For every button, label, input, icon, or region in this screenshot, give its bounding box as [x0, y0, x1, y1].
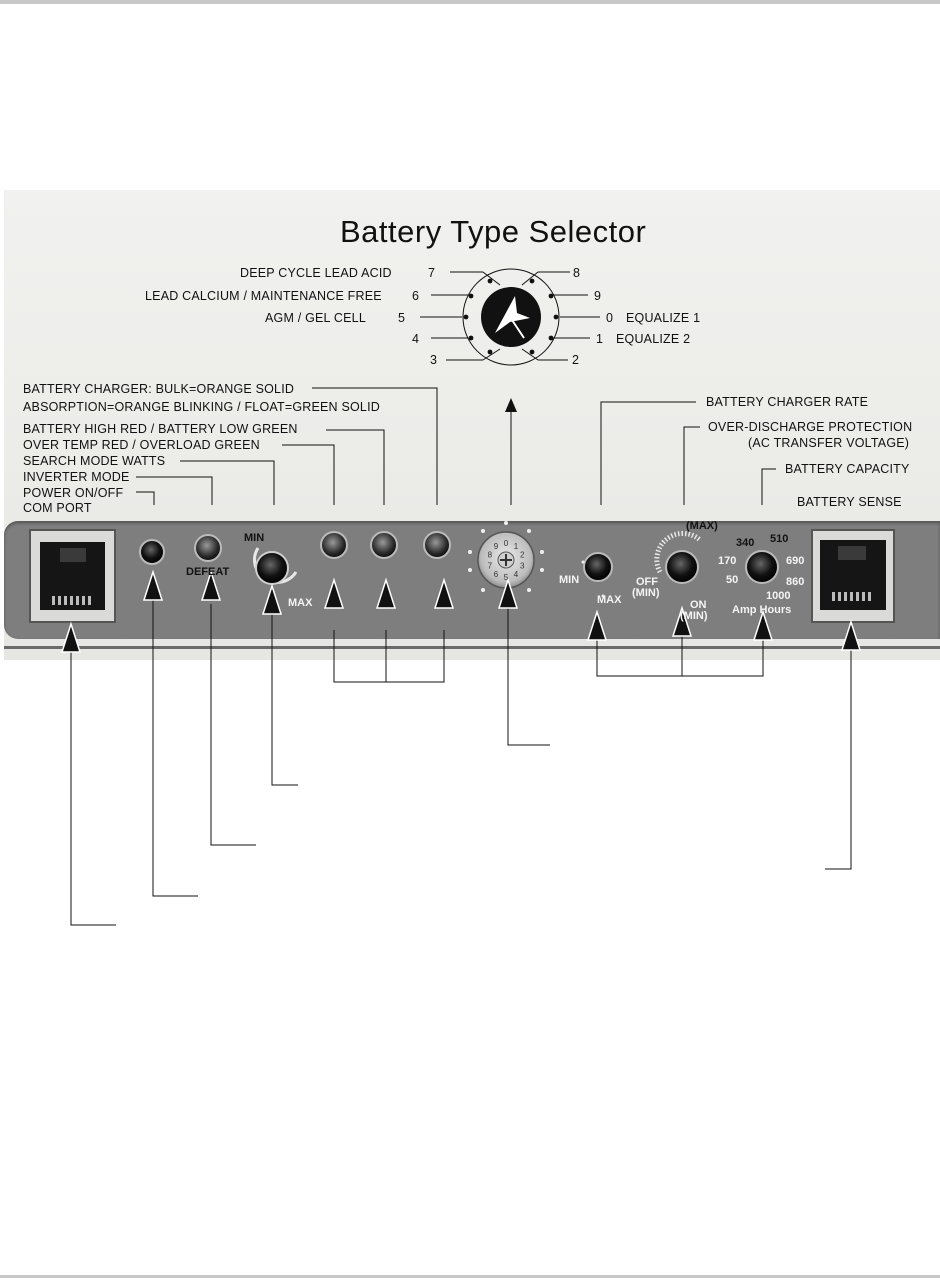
dial-digit-1: 1	[514, 542, 519, 551]
battery-sense-jack	[812, 530, 894, 622]
od-min-label: (MIN)	[632, 587, 660, 599]
search-max-label: MAX	[288, 597, 312, 609]
cap-1000-label: 1000	[766, 590, 790, 602]
dial-digit-4: 4	[514, 570, 519, 579]
dial-digit-9: 9	[494, 542, 499, 551]
od-on-min-label: (MIN)	[680, 610, 708, 622]
charger-rate-knob	[584, 553, 612, 581]
dial-digit-8: 8	[488, 551, 493, 560]
cap-510-label: 510	[770, 533, 788, 545]
search-min-label: MIN	[244, 532, 264, 544]
inverter-mode-button	[195, 535, 221, 561]
battery-level-led	[371, 532, 397, 558]
cap-860-label: 860	[786, 576, 804, 588]
cap-170-label: 170	[718, 555, 736, 567]
lower-leader-lines	[71, 590, 851, 925]
temp-overload-led	[321, 532, 347, 558]
dial-digit-7: 7	[488, 561, 493, 570]
rate-max-label: MAX	[597, 594, 621, 606]
upper-leader-lines	[136, 388, 776, 505]
dial-digit-6: 6	[494, 570, 499, 579]
charger-status-led	[424, 532, 450, 558]
cap-50-label: 50	[726, 574, 738, 586]
od-max-label: (MAX)	[686, 520, 718, 532]
dial-digit-2: 2	[520, 551, 525, 560]
cap-340-label: 340	[736, 537, 754, 549]
power-button	[140, 540, 164, 564]
com-port-jack	[30, 530, 115, 622]
cap-690-label: 690	[786, 555, 804, 567]
dial-digit-3: 3	[520, 561, 525, 570]
selector-arrow-up	[505, 398, 517, 412]
over-discharge-knob	[666, 551, 698, 583]
selector-illustration	[420, 269, 600, 365]
amp-hours-label: Amp Hours	[732, 604, 791, 616]
dial-digit-5: 5	[504, 573, 509, 582]
dial-digit-0: 0	[504, 539, 509, 548]
rate-min-label: MIN	[559, 574, 579, 586]
search-mode-knob	[256, 552, 288, 584]
battery-capacity-knob	[746, 551, 778, 583]
defeat-label: DEFEAT	[186, 566, 229, 578]
